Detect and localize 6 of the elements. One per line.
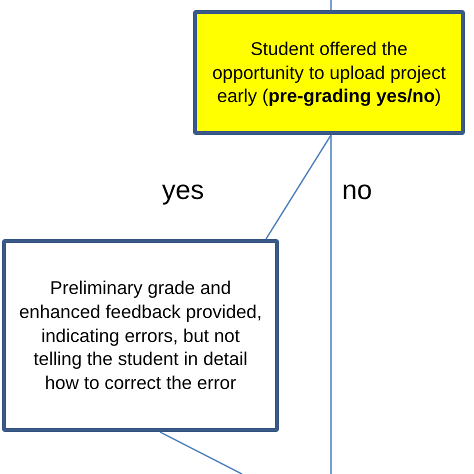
connector-line [265,134,332,240]
process-box: Preliminary grade and enhanced feedback provided, indicating errors, but not telling the student in detail how to correct the error [2,239,279,432]
connector-line [330,0,332,10]
connector-line [160,431,242,474]
connector-line [330,135,332,474]
decision-box: Student offered the opportunity to upload project early (pre-grading yes/no) [193,10,465,135]
